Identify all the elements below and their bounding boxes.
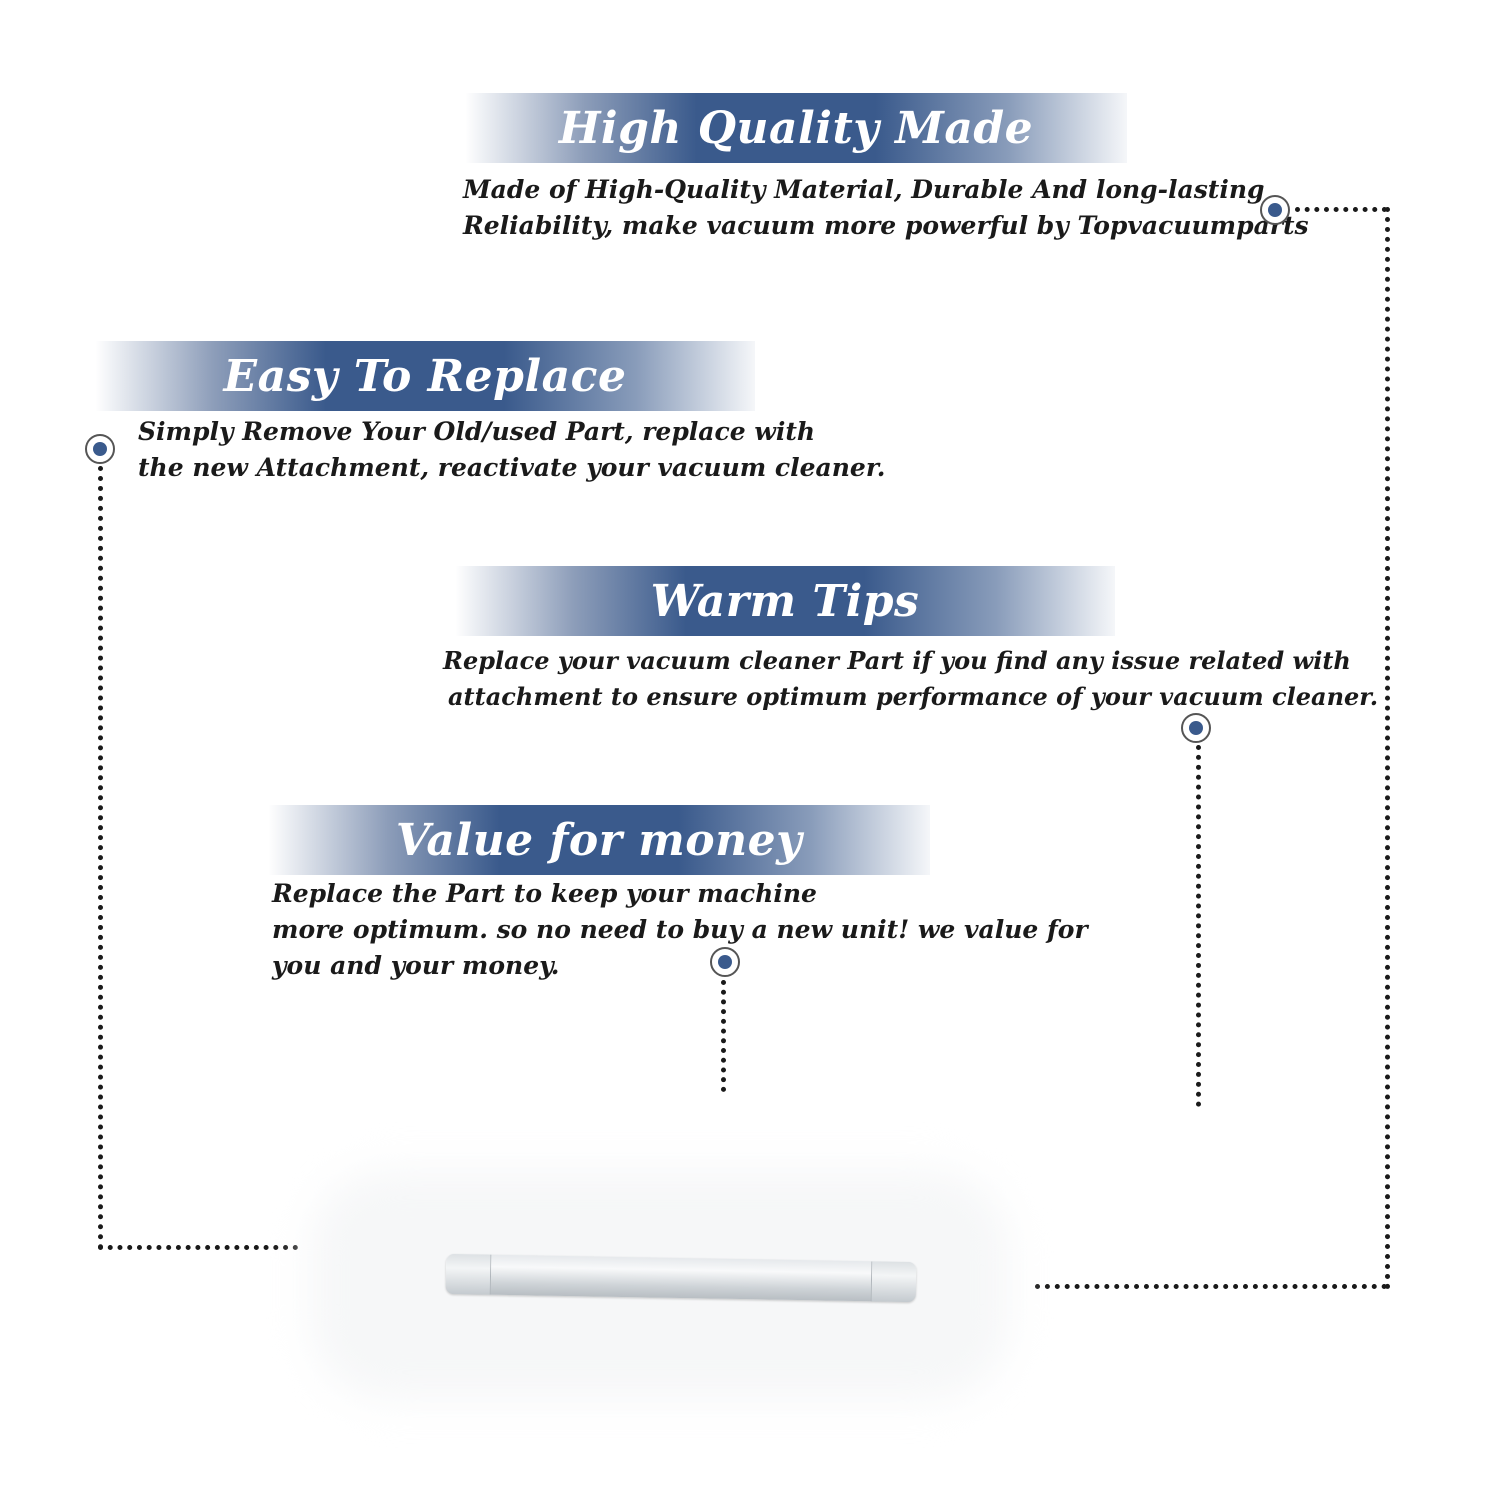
banner-easy-replace: Easy To Replace bbox=[95, 341, 755, 411]
banner-value-money: Value for money bbox=[268, 805, 930, 875]
description-line: Replace your vacuum cleaner Part if you … bbox=[443, 646, 1351, 675]
connector-line bbox=[98, 1245, 298, 1254]
description-line: Made of High-Quality Material, Durable A… bbox=[463, 175, 1265, 204]
description-easy-replace: Simply Remove Your Old/used Part, replac… bbox=[138, 414, 885, 486]
extension-wand-tube-icon bbox=[445, 1253, 917, 1303]
description-line: the new Attachment, reactivate your vacu… bbox=[138, 453, 886, 482]
description-warm-tips: Replace your vacuum cleaner Part if you … bbox=[443, 643, 1378, 715]
pin-marker-icon bbox=[1181, 713, 1211, 743]
description-value-money: Replace the Part to keep your machine mo… bbox=[272, 876, 1088, 984]
section-title: Easy To Replace bbox=[223, 350, 627, 402]
description-line: you and your money. bbox=[272, 951, 560, 980]
description-high-quality: Made of High-Quality Material, Durable A… bbox=[463, 172, 1309, 244]
pin-marker-icon bbox=[85, 434, 115, 464]
connector-line bbox=[1196, 745, 1205, 1107]
section-title: Warm Tips bbox=[650, 575, 920, 627]
pin-marker-icon bbox=[1260, 195, 1290, 225]
connector-line bbox=[98, 466, 107, 1250]
banner-high-quality: High Quality Made bbox=[465, 93, 1127, 163]
description-line: Replace the Part to keep your machine bbox=[272, 879, 817, 908]
connector-line bbox=[1035, 1284, 1387, 1293]
connector-line bbox=[721, 980, 730, 1092]
connector-line bbox=[1295, 207, 1387, 216]
connector-line bbox=[1385, 207, 1394, 1290]
section-title: High Quality Made bbox=[558, 102, 1034, 154]
description-line: Simply Remove Your Old/used Part, replac… bbox=[138, 417, 816, 446]
section-title: Value for money bbox=[395, 814, 803, 866]
banner-warm-tips: Warm Tips bbox=[455, 566, 1115, 636]
pin-marker-icon bbox=[710, 947, 740, 977]
description-line: more optimum. so no need to buy a new un… bbox=[272, 915, 1088, 944]
description-line: Reliability, make vacuum more powerful b… bbox=[463, 211, 1309, 240]
description-line: attachment to ensure optimum performance… bbox=[448, 682, 1379, 711]
